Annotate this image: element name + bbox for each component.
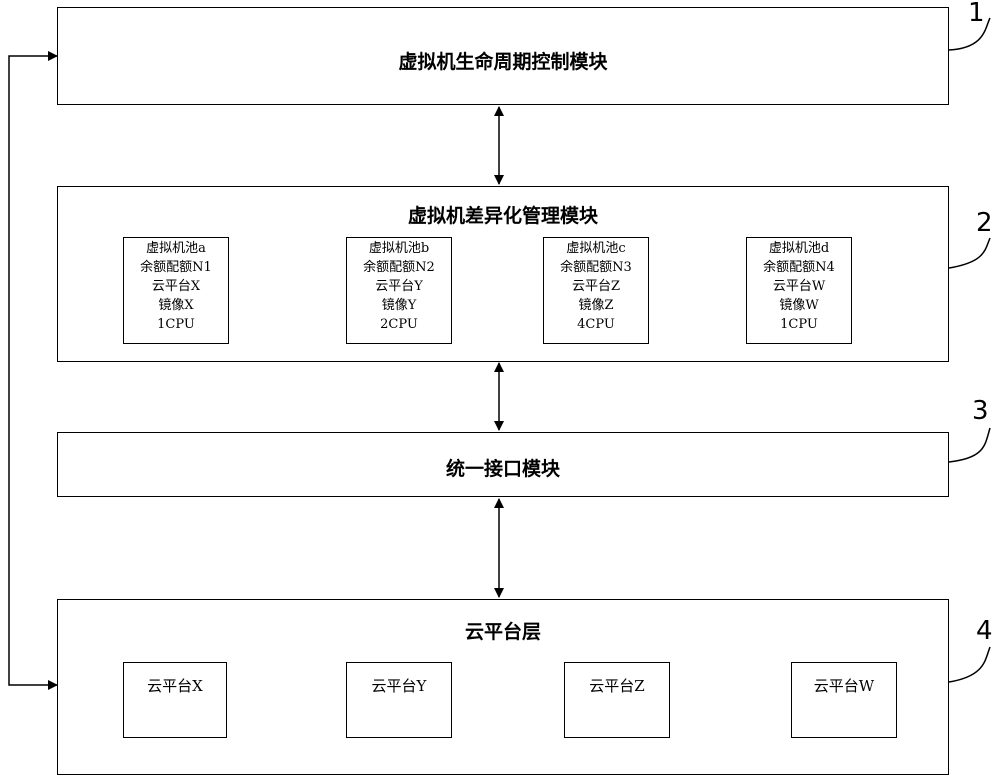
pool-quota: 余额配额N3 bbox=[560, 260, 632, 275]
unified-interface-module: 统一接口模块 bbox=[57, 432, 949, 497]
platform-label: 云平台Z bbox=[589, 677, 645, 695]
pool-name: 虚拟机池a bbox=[146, 241, 206, 256]
cloud-platform-layer: 云平台层 云平台X 云平台Y 云平台Z 云平台W bbox=[57, 599, 949, 775]
ref-number-2: 2 bbox=[976, 208, 993, 238]
pool-cpu: 1CPU bbox=[157, 317, 195, 332]
pool-platform: 云平台Y bbox=[375, 279, 423, 294]
vm-pool-b: 虚拟机池b 余额配额N2 云平台Y 镜像Y 2CPU bbox=[346, 237, 452, 344]
pool-image: 镜像W bbox=[779, 298, 819, 313]
lifecycle-module-title: 虚拟机生命周期控制模块 bbox=[398, 51, 608, 73]
arrow-feedback-loop bbox=[8, 51, 58, 690]
pool-quota: 余额配额N1 bbox=[140, 260, 212, 275]
interface-module-title: 统一接口模块 bbox=[445, 458, 560, 480]
vm-pool-d: 虚拟机池d 余额配额N4 云平台W 镜像W 1CPU bbox=[746, 237, 852, 344]
ref-number-1: 1 bbox=[968, 0, 985, 28]
ref-number-4: 4 bbox=[976, 616, 993, 646]
diff-mgmt-module-title: 虚拟机差异化管理模块 bbox=[407, 205, 598, 227]
pool-platform: 云平台Z bbox=[571, 279, 621, 294]
callout-curve-4 bbox=[948, 646, 991, 683]
pool-image: 镜像Y bbox=[381, 298, 417, 313]
pool-cpu: 1CPU bbox=[780, 317, 818, 332]
vm-diff-mgmt-module: 虚拟机差异化管理模块 虚拟机池a 余额配额N1 云平台X 镜像X 1CPU 虚拟… bbox=[57, 186, 949, 362]
pool-name: 虚拟机池b bbox=[368, 241, 430, 256]
cloud-platform-x: 云平台X bbox=[123, 662, 227, 738]
platform-label: 云平台X bbox=[147, 677, 203, 695]
pool-platform: 云平台X bbox=[151, 279, 201, 294]
cloud-platform-y: 云平台Y bbox=[346, 662, 452, 738]
callout-curve-2 bbox=[948, 237, 991, 269]
pool-name: 虚拟机池c bbox=[566, 241, 626, 256]
pool-platform: 云平台W bbox=[772, 279, 826, 294]
ref-number-3: 3 bbox=[972, 396, 989, 426]
pool-cpu: 4CPU bbox=[577, 317, 615, 332]
cloud-platform-w: 云平台W bbox=[791, 662, 897, 738]
pool-name: 虚拟机池d bbox=[768, 241, 830, 256]
lifecycle-control-module: 虚拟机生命周期控制模块 bbox=[57, 7, 949, 105]
callout-curve-3 bbox=[948, 427, 991, 463]
platform-label: 云平台W bbox=[813, 677, 875, 695]
vm-pool-a: 虚拟机池a 余额配额N1 云平台X 镜像X 1CPU bbox=[123, 237, 229, 344]
pool-quota: 余额配额N2 bbox=[363, 260, 435, 275]
vm-pool-c: 虚拟机池c 余额配额N3 云平台Z 镜像Z 4CPU bbox=[543, 237, 649, 344]
pool-cpu: 2CPU bbox=[380, 317, 418, 332]
pool-image: 镜像Z bbox=[578, 298, 614, 313]
pool-image: 镜像X bbox=[158, 298, 194, 313]
platform-label: 云平台Y bbox=[371, 677, 427, 695]
callout-curve-1 bbox=[948, 17, 991, 51]
pool-quota: 余额配额N4 bbox=[763, 260, 835, 275]
cloud-layer-title: 云平台层 bbox=[464, 621, 541, 643]
cloud-platform-z: 云平台Z bbox=[564, 662, 670, 738]
